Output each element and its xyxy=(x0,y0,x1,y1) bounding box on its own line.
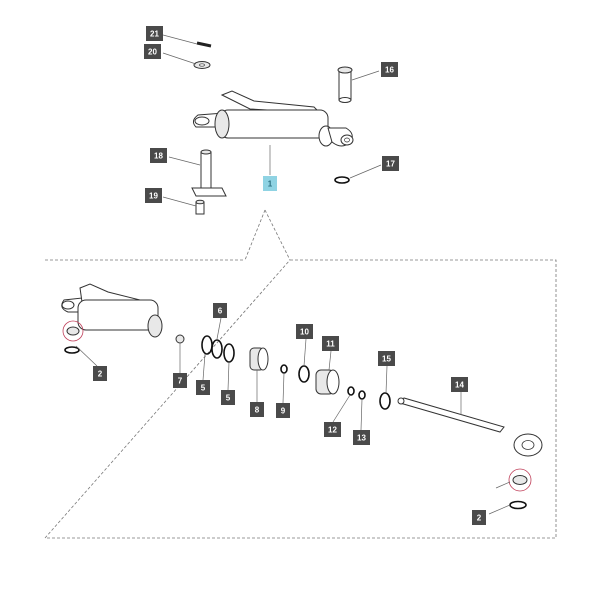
part-2-ring-right xyxy=(509,500,527,510)
callout-13: 13 xyxy=(353,430,370,445)
part-5-ring-b xyxy=(223,343,235,363)
callout-19: 19 xyxy=(145,188,162,203)
svg-text:10: 10 xyxy=(300,328,309,337)
part-11-piston xyxy=(315,369,340,395)
part-21-pin xyxy=(196,41,212,48)
svg-text:9: 9 xyxy=(281,407,286,416)
callout-16: 16 xyxy=(381,62,398,77)
svg-text:20: 20 xyxy=(148,48,157,57)
svg-text:12: 12 xyxy=(328,426,337,435)
callout-7: 7 xyxy=(173,373,187,388)
detail-frame xyxy=(44,259,557,539)
svg-text:5: 5 xyxy=(201,384,206,393)
part-15-ring xyxy=(379,392,391,410)
svg-text:15: 15 xyxy=(382,355,391,364)
svg-text:6: 6 xyxy=(218,307,223,316)
svg-text:19: 19 xyxy=(149,192,158,201)
part-2-ring-left xyxy=(64,346,80,354)
svg-text:7: 7 xyxy=(178,377,183,386)
callout-9: 9 xyxy=(276,403,290,418)
callout-8: 8 xyxy=(250,402,264,417)
part-13-ring xyxy=(358,390,366,400)
part-16-pin xyxy=(337,66,353,103)
callout-1: 1 xyxy=(263,176,277,191)
exploded-view xyxy=(61,283,543,510)
seal-marker-right xyxy=(508,468,532,492)
top-assembly xyxy=(191,41,354,261)
svg-text:11: 11 xyxy=(326,340,335,349)
part-17-ring xyxy=(334,176,350,184)
callout-11: 11 xyxy=(322,336,339,351)
seal-marker-left xyxy=(62,320,84,342)
callout-2-right: 2 xyxy=(472,510,486,525)
svg-text:1: 1 xyxy=(268,180,273,189)
svg-text:2: 2 xyxy=(98,370,103,379)
callout-15: 15 xyxy=(378,351,395,366)
callout-5-a: 5 xyxy=(196,380,210,395)
svg-text:14: 14 xyxy=(455,381,464,390)
part-18-bracket xyxy=(191,149,227,197)
part-14-rod xyxy=(397,397,543,457)
detail-cylinder-body xyxy=(61,283,163,338)
callout-2-left: 2 xyxy=(93,366,107,381)
svg-text:21: 21 xyxy=(150,30,159,39)
part-7-nut xyxy=(175,334,185,344)
part-1-cylinder xyxy=(192,90,354,147)
callout-14: 14 xyxy=(451,377,468,392)
svg-text:17: 17 xyxy=(386,160,395,169)
part-9-oring xyxy=(280,364,288,374)
svg-text:5: 5 xyxy=(226,394,231,403)
callout-18: 18 xyxy=(150,148,167,163)
callout-20: 20 xyxy=(144,44,161,59)
callout-17: 17 xyxy=(382,156,399,171)
callout-10: 10 xyxy=(296,324,313,339)
callout-21: 21 xyxy=(146,26,163,41)
svg-text:8: 8 xyxy=(255,406,260,415)
callouts: 21 20 16 18 1 17 19 6 10 11 15 xyxy=(93,26,486,525)
svg-text:2: 2 xyxy=(477,514,482,523)
svg-text:18: 18 xyxy=(154,152,163,161)
callout-12: 12 xyxy=(324,422,341,437)
part-12-ring xyxy=(347,386,355,396)
part-5-ring-a xyxy=(201,335,213,355)
svg-text:16: 16 xyxy=(385,66,394,75)
part-6-ring xyxy=(211,339,223,359)
callout-5-b: 5 xyxy=(221,390,235,405)
part-19-bolt xyxy=(195,199,205,215)
part-10-ring xyxy=(298,365,310,383)
svg-text:13: 13 xyxy=(357,434,366,443)
leader-lines xyxy=(75,34,511,515)
part-8-gland xyxy=(249,347,269,371)
callout-6: 6 xyxy=(213,303,227,318)
